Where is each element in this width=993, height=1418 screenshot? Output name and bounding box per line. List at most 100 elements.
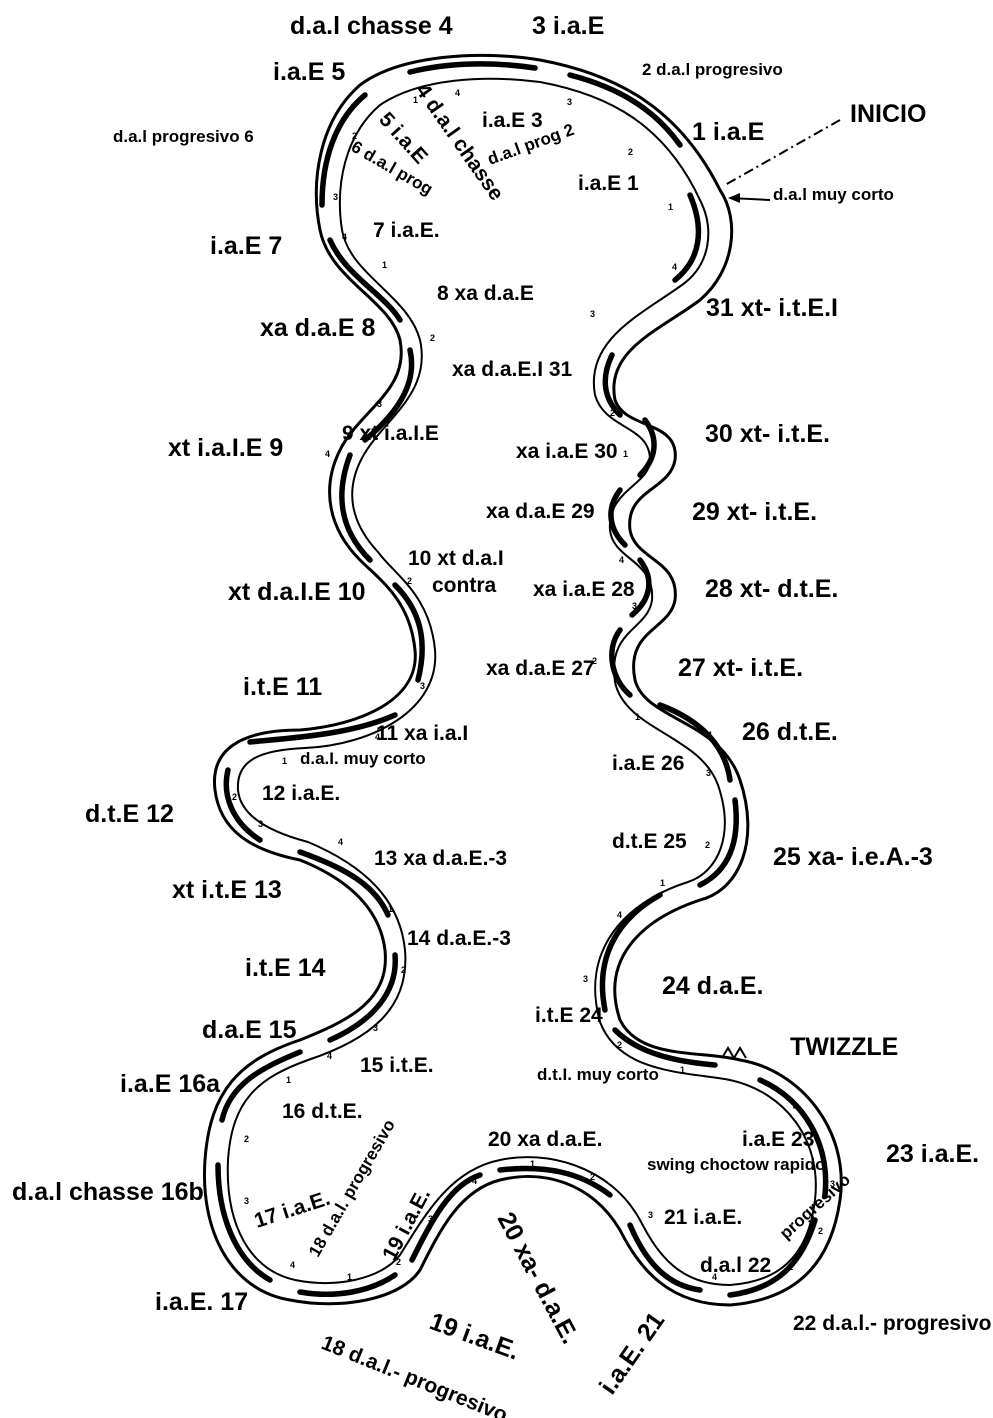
beat-mark: 2 [592, 656, 597, 666]
step-label: 12 i.a.E. [262, 782, 340, 805]
beat-mark: 1 [530, 1159, 535, 1169]
beat-mark: 3 [567, 97, 572, 107]
step-label: 30 xt- i.t.E. [705, 420, 830, 448]
step-label: 31 xt- i.t.E.I [706, 294, 838, 322]
beat-mark: 4 [617, 910, 622, 920]
beat-mark: 4 [672, 262, 677, 272]
start-arrow [724, 119, 841, 203]
beat-mark: 3 [830, 1179, 835, 1189]
beat-mark: 4 [707, 730, 712, 740]
step-label: i.a.E 16a [120, 1070, 221, 1098]
twizzle-label: TWIZZLE [790, 1033, 898, 1061]
step-label: i.t.E 11 [243, 673, 322, 701]
step-label: 27 xt- i.t.E. [678, 654, 803, 682]
step-label: i.a.E 1 [578, 172, 639, 195]
beat-mark: 3 [420, 681, 425, 691]
beat-mark: 3 [244, 1196, 249, 1206]
beat-mark: 3 [632, 601, 637, 611]
beat-mark: 1 [668, 202, 673, 212]
step-label: 23 i.a.E. [886, 1140, 979, 1168]
step-label: 3 i.a.E [532, 12, 604, 40]
beat-mark: 3 [590, 309, 595, 319]
beat-mark: 2 [244, 1134, 249, 1144]
step-label: d.t.E 25 [612, 830, 687, 853]
step-label: 21 i.a.E. [664, 1206, 742, 1229]
beat-mark: 2 [407, 576, 412, 586]
step-label: i.a.E 7 [210, 232, 282, 260]
step-label: xa d.a.E.I 31 [452, 358, 573, 381]
beat-mark: 4 [712, 1272, 717, 1282]
step-labels: d.a.l chasse 4 3 i.a.E i.a.E 5 2 d.a.l p… [12, 12, 991, 1418]
beat-mark: 2 [628, 147, 633, 157]
beat-mark: 4 [375, 732, 380, 742]
beat-mark: 1 [680, 1065, 685, 1075]
step-label: d.a.l chasse 4 [290, 12, 453, 40]
step-label: 9 xt i.a.I.E [342, 422, 439, 445]
step-label: d.t.I. muy corto [537, 1065, 659, 1084]
beat-mark: 2 [352, 131, 357, 141]
beat-mark: 3 [648, 1210, 653, 1220]
step-label: d.t.E 12 [85, 800, 174, 828]
step-label: xa d.a.E 27 [486, 657, 595, 680]
edge-strokes [215, 61, 829, 1298]
step-label: d.a.l muy corto [773, 185, 894, 204]
beat-mark: 2 [396, 1257, 401, 1267]
step-label: 20 xa d.a.E. [488, 1128, 602, 1151]
step-label: d.a.l 22 [700, 1254, 771, 1277]
step-label: 28 xt- d.t.E. [705, 575, 838, 603]
step-label: contra [432, 574, 497, 597]
step-label: 22 d.a.l.- progresivo [793, 1312, 991, 1335]
step-label: xt d.a.I.E 10 [228, 578, 366, 606]
beat-mark: 4 [327, 1051, 332, 1061]
beat-mark: 4 [619, 555, 624, 565]
beat-mark: 3 [706, 768, 711, 778]
step-label: d.a.l progresivo 6 [113, 127, 254, 146]
beat-mark: 4 [325, 449, 330, 459]
beat-mark: 3 [333, 192, 338, 202]
beat-mark: 3 [428, 1214, 433, 1224]
step-label: d.a.E 15 [202, 1016, 297, 1044]
start-label: INICIO [850, 100, 926, 128]
step-label: xt i.a.I.E 9 [168, 434, 283, 462]
step-label: i.a.E 26 [612, 752, 684, 775]
beat-marks: 1 2 3 4 1 2 3 4 1 2 3 4 1 2 3 4 1 2 3 4 … [232, 88, 835, 1282]
beat-mark: 1 [343, 514, 348, 524]
track-outer-edge [202, 53, 843, 1307]
beat-mark: 2 [610, 408, 615, 418]
beat-mark: 2 [401, 965, 406, 975]
beat-mark: 1 [347, 1272, 352, 1282]
beat-mark: 1 [635, 712, 640, 722]
step-label: i.t.E 14 [245, 954, 326, 982]
step-label: d.a.I. muy corto [300, 749, 426, 768]
step-label: 24 d.a.E. [662, 972, 763, 1000]
step-label: 15 i.t.E. [360, 1054, 434, 1077]
step-label: 7 i.a.E. [373, 219, 440, 242]
step-label: i.a.E. 17 [155, 1288, 248, 1316]
step-label: 29 xt- i.t.E. [692, 498, 817, 526]
step-label: xa d.a.E 29 [486, 500, 595, 523]
beat-mark: 1 [788, 1262, 793, 1272]
beat-mark: 2 [590, 1172, 595, 1182]
step-label: i.a.E 5 [273, 58, 345, 86]
beat-mark: 1 [382, 260, 387, 270]
step-label: xt i.t.E 13 [172, 876, 282, 904]
beat-mark: 3 [258, 819, 263, 829]
step-label: 2 d.a.l progresivo [642, 60, 783, 79]
beat-mark: 4 [338, 837, 343, 847]
beat-mark: 4 [793, 1102, 798, 1112]
step-label: 25 xa- i.e.A.-3 [773, 843, 933, 871]
beat-mark: 1 [623, 449, 628, 459]
step-label: i.t.E 24 [535, 1004, 603, 1027]
beat-mark: 2 [430, 333, 435, 343]
beat-mark: 2 [617, 1040, 622, 1050]
step-label: 26 d.t.E. [742, 718, 838, 746]
step-label: 19 i.a.E. [378, 1184, 435, 1264]
twizzle-mark [721, 1046, 747, 1060]
step-label: 1 i.a.E [692, 118, 764, 146]
beat-mark: 1 [413, 95, 418, 105]
step-label: 8 xa d.a.E [437, 282, 534, 305]
beat-mark: 2 [232, 792, 237, 802]
step-label: xa d.a.E 8 [260, 314, 375, 342]
step-label: 11 xa i.a.I [376, 722, 468, 745]
